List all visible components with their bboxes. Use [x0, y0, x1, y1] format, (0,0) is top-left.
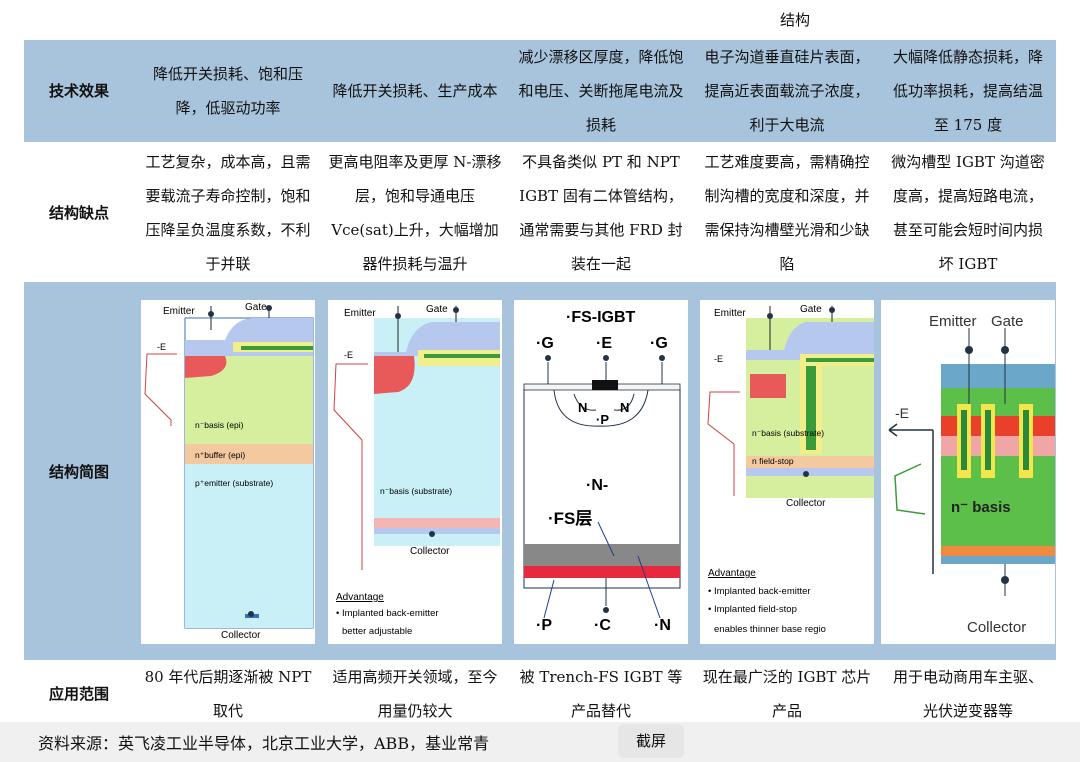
advantage-label: Advantage [708, 568, 756, 579]
table-cell: 工艺复杂，成本高，且需要载流子寿命控制，饱和压降呈负温度系数，不利于并联 [134, 143, 322, 284]
n-minus-label: ·N- [586, 477, 608, 494]
footer-bar: 资料来源：英飞凌工业半导体，北京工业大学，ABB，基业常青 截屏 [0, 722, 1080, 762]
collector-label: Collector [967, 619, 1026, 636]
npt-igbt-diagram: Emitter Gate -E n⁻basis (substrate) Coll… [328, 300, 502, 644]
basis-label: n⁻ basis [951, 499, 1011, 516]
buffer-label: n⁺buffer (epi) [195, 450, 245, 460]
p-emitter-label: p⁺emitter (substrate) [195, 478, 273, 488]
advantage-item: enables thinner base regio [714, 624, 826, 635]
advantage-item: better adjustable [342, 626, 412, 637]
table-row: 结构简图 [24, 283, 1056, 660]
emitter-label: Emitter [929, 313, 977, 330]
table-cell: 微沟槽型 IGBT 沟道密度高，提高短路电流，甚至可能会短时间内损坏 IGBT [880, 143, 1056, 284]
p-layer-label: ·P [536, 617, 552, 634]
gate-label: Gate [426, 304, 448, 315]
row-label-diagram: 结构简图 [24, 283, 134, 660]
advantage-item: • Implanted back-emitter [336, 608, 439, 619]
table-cell: 适用高频开关领域，至今用量仍较大 [322, 660, 508, 729]
advantage-item: • Implanted field-stop [708, 604, 797, 615]
gate-label: Gate [245, 302, 267, 313]
table-cell: 更高电阻率及更厚 N-漂移层，饱和导通电压 Vce(sat)上升，大幅增加器件损… [322, 143, 508, 284]
fs-layer-label: ·FS层 [548, 509, 592, 528]
field-stop-label: n field-stop [752, 456, 794, 466]
trench-fs-igbt-diagram: Emitter Gate -E n⁻basis (substrate) n fi… [700, 300, 874, 644]
screenshot-button[interactable]: 截屏 [618, 724, 684, 758]
n-region-label: N [620, 400, 629, 415]
collector-label: Collector [786, 498, 826, 509]
fs-igbt-diagram: ·FS-IGBT ·G ·E ·G N ·P N ·N- ·FS层 ·P ·C … [514, 300, 688, 644]
pt-igbt-diagram: Emitter Gate -E n⁻basis (epi) n⁺buffer (… [141, 300, 315, 644]
e-field-label: -E [714, 354, 723, 364]
table-cell: 减少漂移区厚度，降低饱和电压、关断拖尾电流及损耗 [508, 40, 694, 144]
n-layer-label: ·N [654, 617, 671, 634]
emitter-label: Emitter [163, 306, 195, 317]
table-cell: 降低开关损耗、生产成本 [322, 40, 508, 144]
basis-label: n⁻basis (substrate) [752, 428, 824, 438]
micro-trench-igbt-diagram: Emitter Gate -E n⁻ basis Collector [881, 300, 1055, 644]
basis-label: n⁻basis (substrate) [380, 486, 452, 496]
collector-label: ·C [594, 617, 611, 634]
source-note: 资料来源：英飞凌工业半导体，北京工业大学，ABB，基业常青 [38, 734, 490, 753]
e-field-label: -E [344, 350, 353, 360]
p-region-label: ·P [596, 412, 609, 427]
row-label-application: 应用范围 [24, 660, 134, 729]
igbt-comparison-table: 技术效果 降低开关损耗、饱和压降，低驱动功率 降低开关损耗、生产成本 减少漂移区… [24, 40, 1056, 729]
table-row: 结构缺点 工艺复杂，成本高，且需要载流子寿命控制，饱和压降呈负温度系数，不利于并… [24, 143, 1056, 284]
fs-igbt-title: ·FS-IGBT [566, 309, 636, 326]
gate-label: Gate [800, 304, 822, 315]
column-header-structure: 结构 [779, 11, 810, 29]
gate-label: ·G [650, 335, 668, 352]
basis-label: n⁻basis (epi) [195, 420, 244, 430]
row-label-defect: 结构缺点 [24, 143, 134, 284]
n-region-label: N [578, 400, 587, 415]
gate-label: ·G [536, 335, 554, 352]
table-cell: 现在最广泛的 IGBT 芯片产品 [694, 660, 880, 729]
table-cell: 被 Trench-FS IGBT 等产品替代 [508, 660, 694, 729]
advantage-item: • Implanted back-emitter [708, 586, 811, 597]
table-cell: 80 年代后期逐渐被 NPT 取代 [134, 660, 322, 729]
gate-label: Gate [991, 313, 1024, 330]
emitter-label: ·E [596, 335, 612, 352]
table-row: 技术效果 降低开关损耗、饱和压降，低驱动功率 降低开关损耗、生产成本 减少漂移区… [24, 40, 1056, 144]
table-cell: 用于电动商用车主驱、光伏逆变器等 [880, 660, 1056, 729]
table-cell: 电子沟道垂直硅片表面，提高近表面载流子浓度，利于大电流 [694, 40, 880, 144]
table-cell: 工艺难度要高，需精确控制沟槽的宽度和深度，并需保持沟槽壁光滑和少缺陷 [694, 143, 880, 284]
table-cell: 大幅降低静态损耗，降低功率损耗，提高结温至 175 度 [880, 40, 1056, 144]
collector-label: Collector [221, 630, 261, 641]
e-field-label: -E [157, 342, 166, 352]
e-field-label: -E [895, 405, 909, 421]
table-cell: 不具备类似 PT 和 NPT IGBT 固有二体管结构，通常需要与其他 FRD … [508, 143, 694, 284]
emitter-label: Emitter [344, 308, 376, 319]
row-label-effect: 技术效果 [24, 40, 134, 144]
advantage-label: Advantage [336, 592, 384, 603]
emitter-label: Emitter [714, 308, 746, 319]
collector-label: Collector [410, 546, 450, 557]
table-row: 应用范围 80 年代后期逐渐被 NPT 取代 适用高频开关领域，至今用量仍较大 … [24, 660, 1056, 729]
table-cell: 降低开关损耗、饱和压降，低驱动功率 [134, 40, 322, 144]
